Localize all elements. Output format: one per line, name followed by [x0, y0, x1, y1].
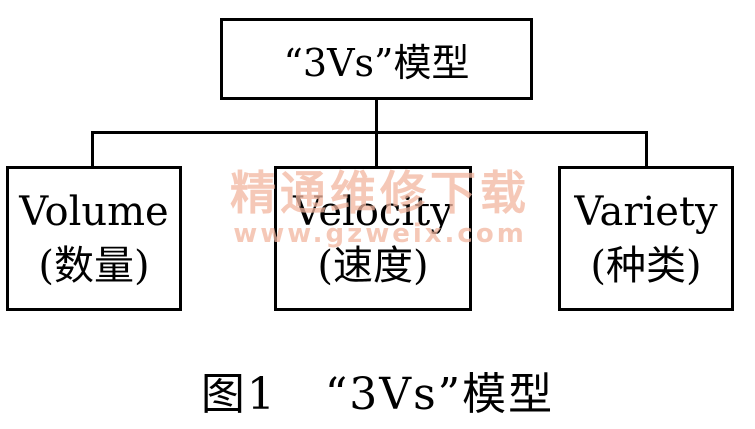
connector-left-drop: [91, 131, 94, 167]
node-variety-en: Variety: [574, 188, 718, 235]
node-volume-zh: (数量): [38, 242, 150, 289]
figure-number: 图1: [200, 369, 277, 420]
node-volume: Volume (数量): [6, 166, 182, 311]
connector-right-drop: [645, 131, 648, 167]
node-velocity: Velocity (速度): [274, 166, 472, 311]
node-volume-en: Volume: [19, 188, 169, 235]
figure-caption: 图1 “3Vs”模型: [0, 358, 755, 422]
node-variety-zh: (种类): [590, 242, 702, 289]
node-velocity-zh: (速度): [317, 242, 429, 289]
figure-title: “3Vs”模型: [324, 369, 555, 420]
connector-root-down: [375, 100, 378, 133]
root-node: “3Vs”模型: [220, 18, 533, 100]
node-velocity-en: Velocity: [293, 188, 453, 235]
connector-horizontal: [92, 131, 646, 134]
connector-center-drop: [375, 131, 378, 167]
root-node-label: “3Vs”模型: [283, 40, 470, 85]
node-variety: Variety (种类): [558, 166, 734, 311]
